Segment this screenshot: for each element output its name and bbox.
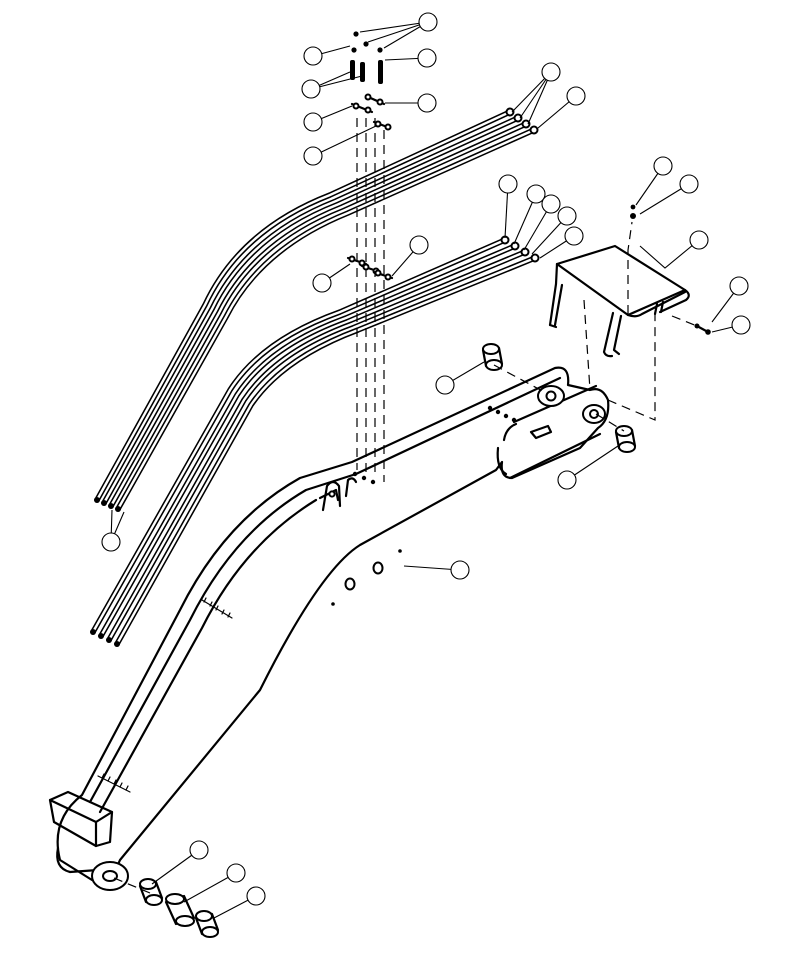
hose-clamp-stack	[346, 31, 394, 482]
callout-c6	[303, 112, 323, 132]
callout-c8	[541, 62, 561, 82]
bushing-lower-1	[138, 878, 164, 906]
callout-c7	[303, 146, 323, 166]
callout-c3	[417, 48, 437, 68]
callout-c27	[226, 863, 246, 883]
callout-c2	[303, 46, 323, 66]
callout-c9	[566, 86, 586, 106]
callout-c12	[541, 194, 561, 214]
lower-hose-set	[90, 235, 540, 647]
assembly-lines	[113, 221, 698, 894]
callout-c19	[731, 315, 751, 335]
callout-c16	[679, 174, 699, 194]
callout-c25	[101, 532, 121, 552]
boom-arm	[48, 366, 610, 891]
callout-c5	[417, 93, 437, 113]
callout-c20	[409, 235, 429, 255]
callout-c11	[526, 184, 546, 204]
callout-c4	[301, 79, 321, 99]
callout-c21	[312, 273, 332, 293]
cover-bolt	[630, 204, 711, 335]
callout-c26	[189, 840, 209, 860]
pin-lower	[164, 893, 196, 927]
callout-c28	[246, 886, 266, 906]
callout-c23	[557, 470, 577, 490]
upper-hose-fittings	[94, 107, 539, 512]
bushing-upper	[481, 343, 504, 371]
callout-c17	[689, 230, 709, 250]
upper-hose-set	[94, 107, 539, 512]
bushing-lower-2	[194, 910, 220, 938]
callout-c1	[418, 12, 438, 32]
bushing-right	[614, 425, 637, 453]
callout-c13	[557, 206, 577, 226]
callout-c18	[729, 276, 749, 296]
lower-hose-fittings	[90, 235, 540, 647]
callout-bubbles	[101, 12, 751, 906]
callout-c10	[498, 174, 518, 194]
callout-c22	[435, 375, 455, 395]
callout-c14	[564, 226, 584, 246]
cover-plate	[548, 244, 690, 358]
callout-c15	[653, 156, 673, 176]
callout-c24	[450, 560, 470, 580]
